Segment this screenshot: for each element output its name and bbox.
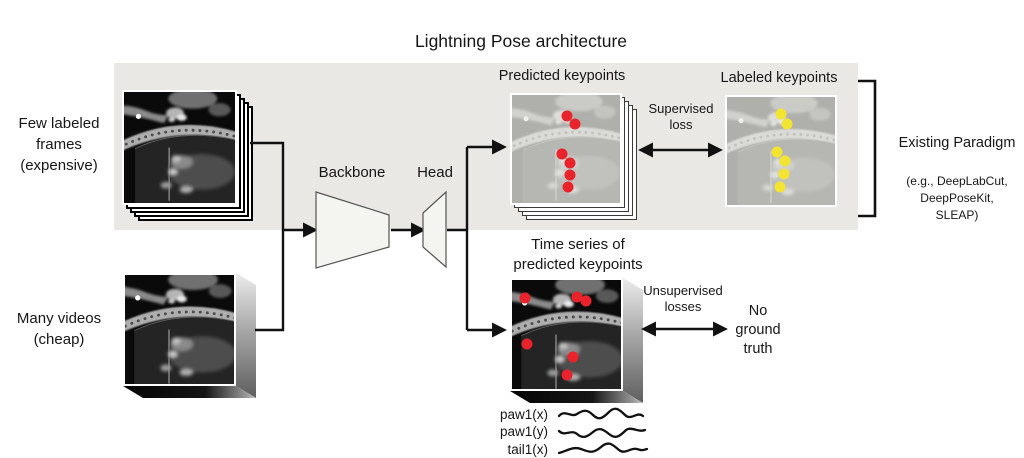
existing-paradigm-block: Existing Paradigm (e.g., DeepLabCut, Dee…	[878, 114, 1024, 245]
trace-wave-icon	[557, 427, 647, 438]
keypoint-dot	[564, 169, 576, 181]
keypoint-dot	[556, 148, 568, 160]
cube-bottom-face	[510, 391, 643, 403]
predicted-keypoints-stack	[510, 93, 638, 221]
labeled-keypoint-dots	[727, 97, 835, 205]
keypoint-dot	[521, 338, 533, 350]
trace-row: tail1(x)	[478, 441, 649, 457]
unsupervised-losses-label: Unsupervised losses	[643, 283, 723, 314]
keypoint-dot	[775, 108, 787, 120]
timeseries-keypoint-dots	[510, 278, 623, 391]
timeseries-cube-graphic	[510, 278, 643, 403]
videos-cube	[123, 273, 257, 399]
trace-wave-icon	[557, 407, 645, 420]
trace-label: paw1(y)	[499, 424, 548, 439]
labeled-keypoints-title: Labeled keypoints	[720, 70, 838, 86]
keypoint-dot	[778, 168, 790, 180]
keypoint-dot	[580, 295, 592, 307]
keypoint-dot	[779, 155, 791, 167]
existing-paradigm-examples: (e.g., DeepLabCut, DeepPoseKit, SLEAP)	[906, 174, 1008, 222]
paradigm-bracket	[858, 79, 877, 218]
trace-label: paw1(x)	[499, 406, 548, 422]
cube-side-face	[236, 273, 256, 398]
no-ground-truth-label: No ground truth	[735, 303, 781, 357]
predicted-keypoints-image	[510, 93, 622, 205]
keypoint-dot	[781, 118, 793, 130]
head-label: Head	[417, 164, 453, 181]
cube-front-border	[123, 273, 236, 386]
few-labeled-frames-label: Few labeled frames (expensive)	[18, 115, 100, 174]
labeled-frames-stack	[122, 90, 253, 221]
backbone-label: Backbone	[318, 164, 386, 181]
existing-paradigm-title: Existing Paradigm	[898, 135, 1016, 151]
predicted-keypoints-title: Predicted keypoints	[498, 68, 626, 84]
many-videos-label: Many videos (cheap)	[16, 310, 102, 348]
cube-bottom-face	[123, 386, 256, 398]
trace-list: paw1(x) paw1(y) tail1(x)	[478, 406, 649, 458]
mouse-scene-image	[124, 92, 235, 203]
labeled-frame-image	[122, 90, 237, 205]
keypoint-dot	[561, 110, 573, 122]
figure-title: Lightning Pose architecture	[414, 31, 628, 51]
keypoint-dot	[774, 181, 786, 193]
trace-row: paw1(y)	[478, 424, 649, 440]
trace-wave-icon	[557, 442, 649, 455]
predicted-keypoint-dots	[512, 95, 620, 203]
cube-front-border	[510, 278, 623, 391]
labeled-keypoints-image	[725, 95, 837, 207]
keypoint-dot	[571, 291, 583, 303]
timeseries-title: Time series of predicted keypoints	[513, 236, 643, 273]
keypoint-dot	[569, 118, 581, 130]
cube-side-face	[623, 278, 643, 403]
keypoint-dot	[771, 146, 783, 158]
keypoint-dot	[562, 181, 574, 193]
supervised-loss-label: Supervised loss	[648, 101, 714, 132]
keypoint-dot	[519, 292, 531, 304]
trace-label: tail1(x)	[507, 441, 548, 457]
keypoint-dot	[564, 157, 576, 169]
keypoint-dot	[561, 369, 572, 381]
timeseries-cube	[510, 278, 644, 404]
keypoint-dot	[567, 351, 579, 363]
video-cube-graphic	[123, 273, 256, 398]
trace-row: paw1(x)	[478, 406, 649, 422]
